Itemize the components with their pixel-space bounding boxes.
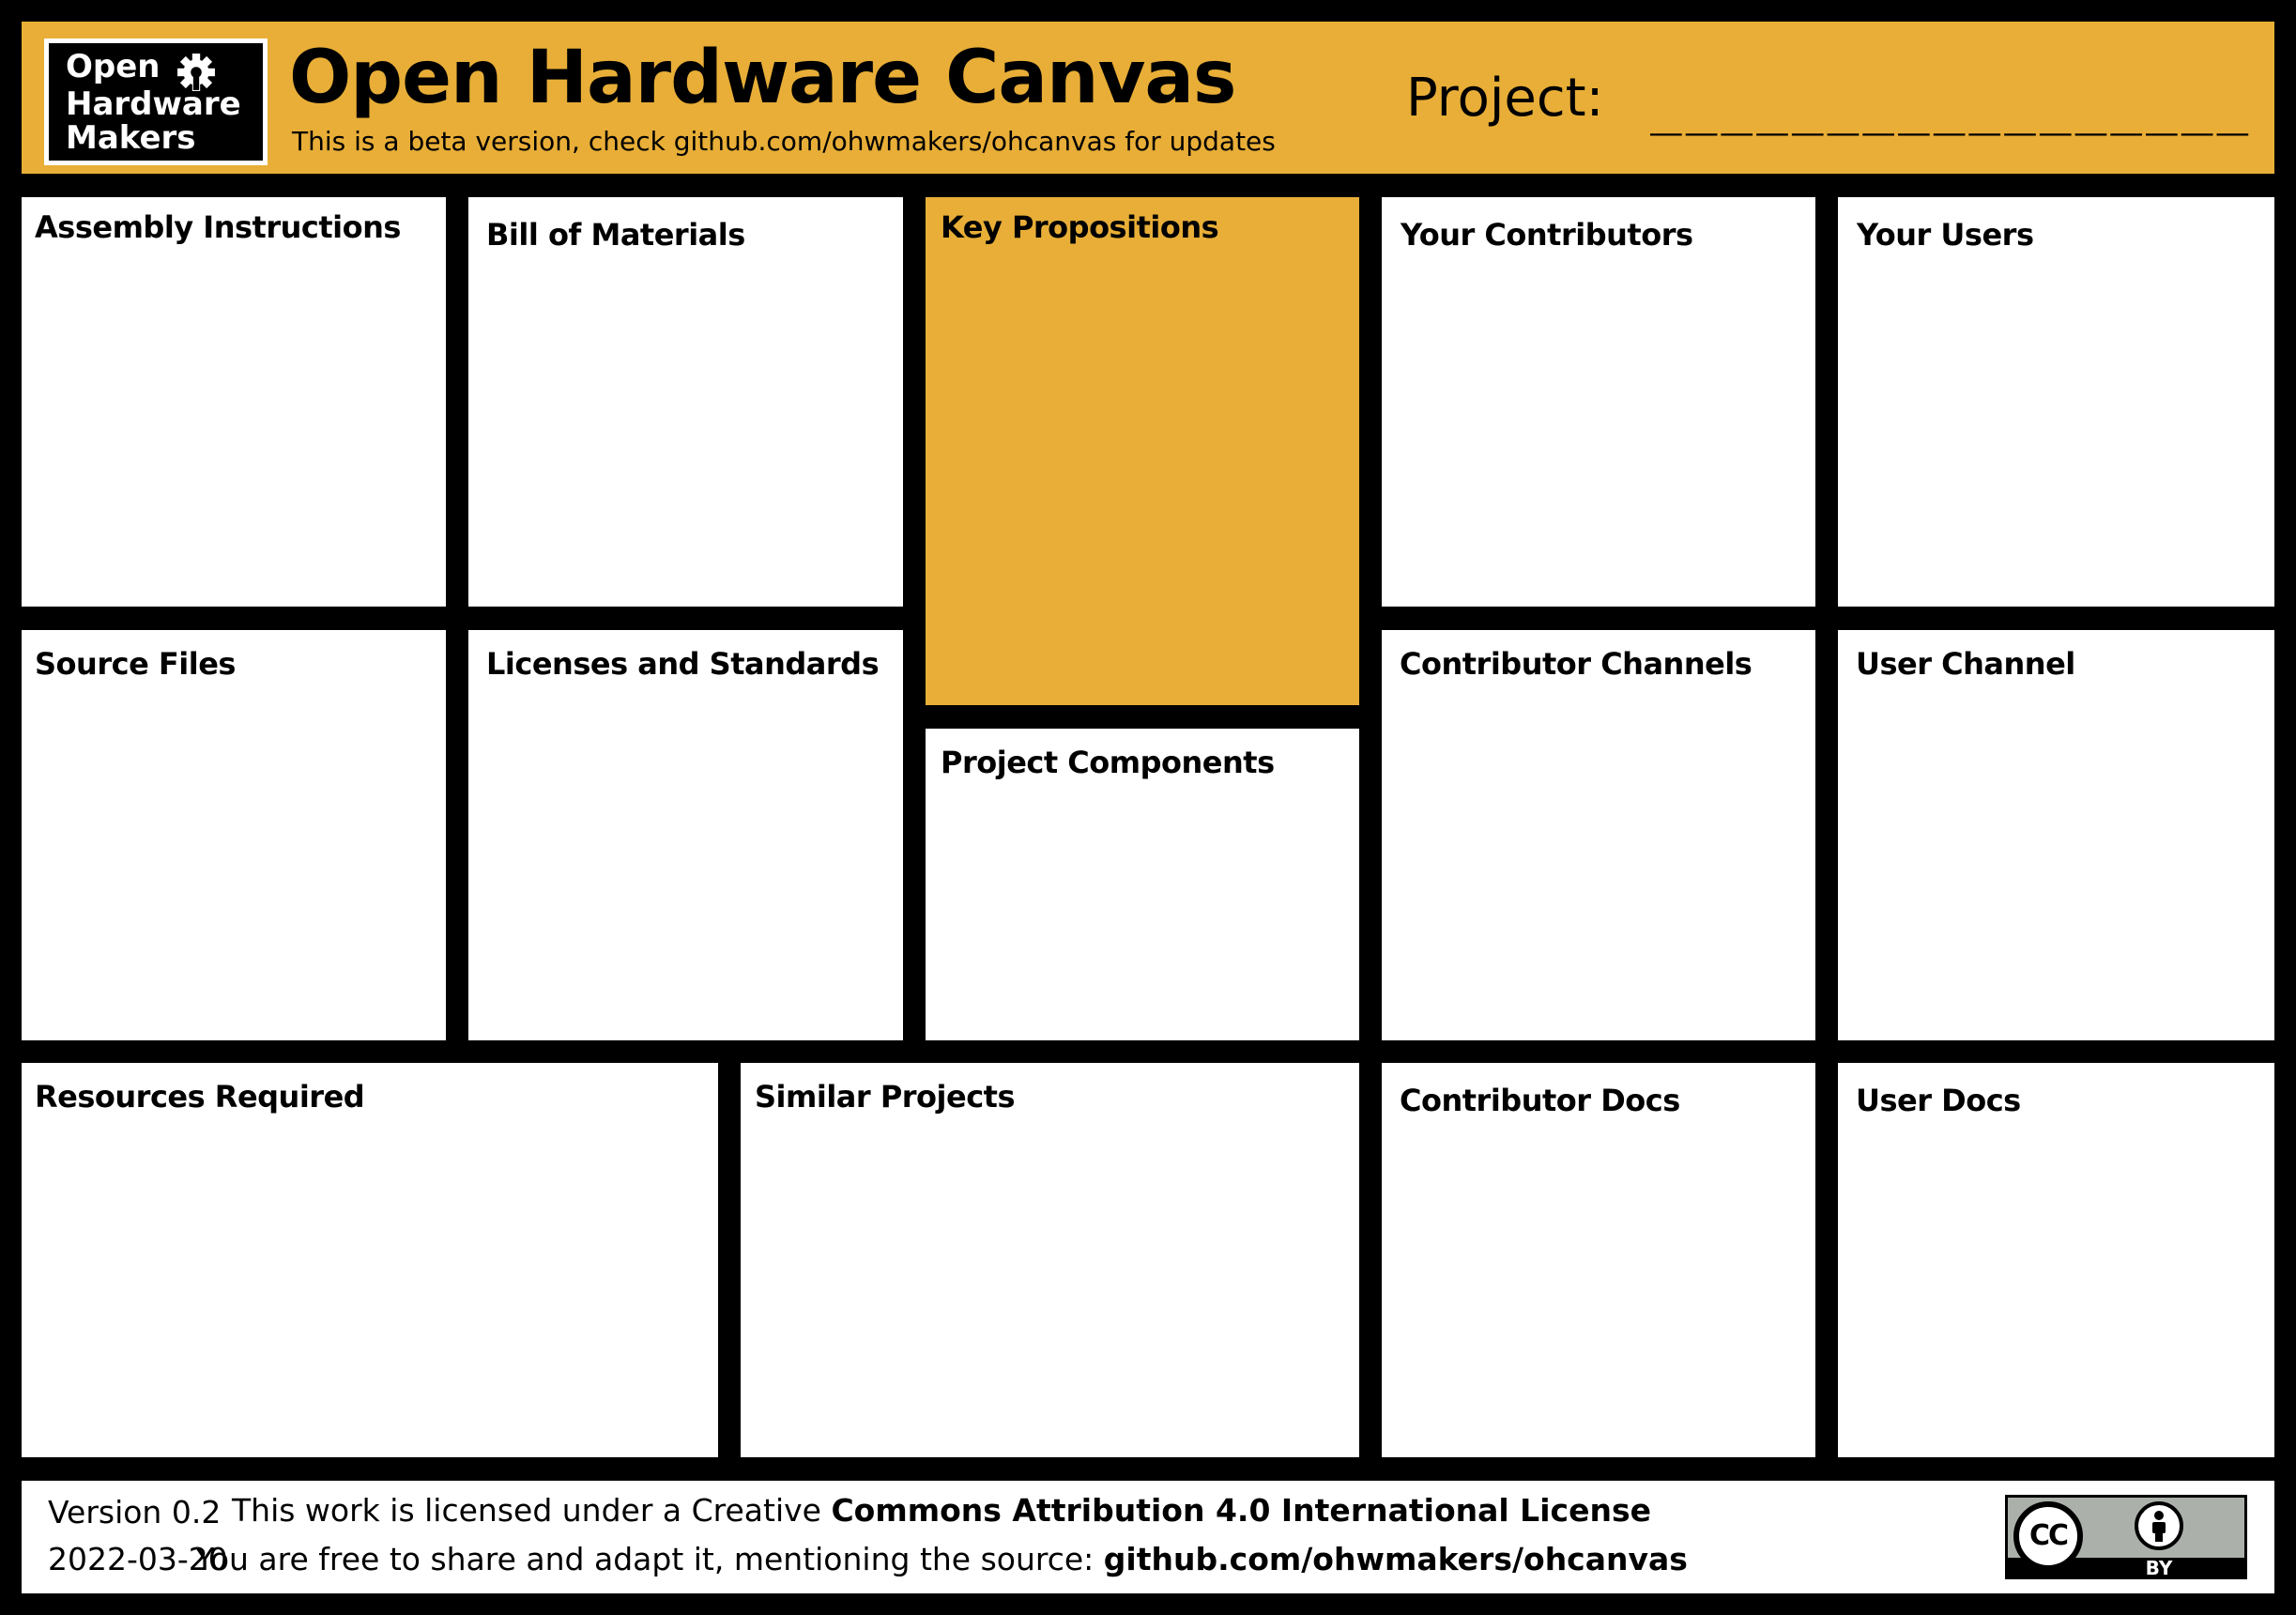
section-title: Source Files	[35, 646, 236, 682]
cc-by-license-badge[interactable]: CC BY	[2005, 1495, 2247, 1579]
license-link[interactable]: Commons Attribution 4.0 International Li…	[831, 1492, 1651, 1529]
share-line: You are free to share and adapt it, ment…	[22, 1541, 1861, 1578]
section-title: Contributor Docs	[1400, 1083, 1680, 1118]
footer: Version 0.2 2022-03-20 This work is lice…	[22, 1481, 2274, 1593]
license-prefix: This work is licensed under a Creative	[232, 1492, 832, 1529]
page-title: Open Hardware Canvas	[289, 36, 1236, 120]
section-title: Your Users	[1857, 217, 2034, 253]
header-bar: Open Hardware Makers Open Hardware Canva…	[22, 22, 2274, 174]
license-line: This work is licensed under a Creative C…	[22, 1492, 1861, 1530]
section-title: Bill of Materials	[486, 217, 745, 253]
by-label: BY	[2145, 1557, 2173, 1579]
section-bill-of-materials: Bill of Materials	[468, 197, 903, 607]
version-label: Version 0.2	[48, 1494, 222, 1530]
gear-icon	[177, 54, 215, 91]
date-label: 2022-03-20	[48, 1541, 228, 1577]
section-title: Similar Projects	[755, 1079, 1016, 1115]
person-icon-glyph	[2152, 1511, 2166, 1542]
section-your-contributors: Your Contributors	[1382, 197, 1815, 607]
section-title: Project Components	[941, 745, 1275, 780]
person-icon	[2135, 1501, 2183, 1550]
page-subtitle: This is a beta version, check github.com…	[292, 126, 1276, 157]
section-contributor-docs: Contributor Docs	[1382, 1063, 1815, 1457]
section-title: Licenses and Standards	[486, 646, 880, 682]
section-resources-required: Resources Required	[22, 1063, 718, 1457]
section-project-components: Project Components	[926, 729, 1359, 1040]
share-prefix: You are free to share and adapt it, ment…	[195, 1541, 1104, 1577]
cc-icon: CC	[2013, 1501, 2083, 1571]
logo-line-1: Open	[66, 48, 161, 85]
section-your-users: Your Users	[1838, 197, 2274, 607]
section-title: User Docs	[1856, 1083, 2021, 1118]
open-hardware-makers-logo: Open Hardware Makers	[44, 38, 268, 165]
section-title: Resources Required	[35, 1079, 365, 1115]
logo-line-2: Hardware	[66, 85, 241, 123]
section-title: User Channel	[1856, 646, 2075, 682]
project-name-blank: _________________	[1650, 75, 2253, 136]
section-similar-projects: Similar Projects	[741, 1063, 1359, 1457]
section-user-docs: User Docs	[1838, 1063, 2274, 1457]
section-assembly-instructions: Assembly Instructions	[22, 197, 446, 607]
section-contributor-channels: Contributor Channels	[1382, 630, 1815, 1040]
project-label: Project:	[1406, 68, 1604, 129]
section-key-propositions: Key Propositions	[926, 197, 1359, 705]
section-source-files: Source Files	[22, 630, 446, 1040]
section-title: Contributor Channels	[1400, 646, 1753, 682]
section-user-channel: User Channel	[1838, 630, 2274, 1040]
cc-icon-label: CC	[2028, 1519, 2069, 1552]
section-title: Assembly Instructions	[35, 209, 401, 245]
section-title: Your Contributors	[1401, 217, 1693, 253]
logo-line-3: Makers	[66, 119, 196, 157]
source-link[interactable]: github.com/ohwmakers/ohcanvas	[1103, 1541, 1688, 1577]
section-title: Key Propositions	[941, 209, 1219, 245]
section-licenses-and-standards: Licenses and Standards	[468, 630, 903, 1040]
